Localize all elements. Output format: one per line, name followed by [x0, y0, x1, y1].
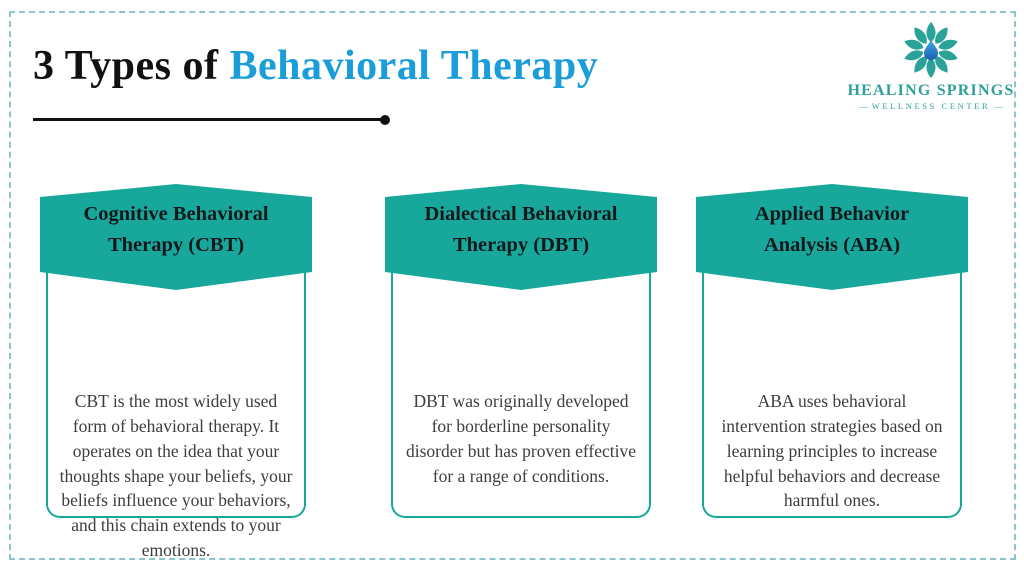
card-dbt: DBT was originally developed for borderl… [385, 184, 657, 518]
logo-subtitle-text: WELLNESS CENTER [871, 101, 991, 111]
card-aba-body-box: ABA uses behavioral intervention strateg… [702, 271, 962, 518]
water-drop [924, 40, 938, 61]
card-cbt-description: CBT is the most widely used form of beha… [59, 391, 293, 561]
page-title: 3 Types of Behavioral Therapy [33, 42, 598, 90]
card-cbt-banner: Cognitive Behavioral Therapy (CBT) [40, 184, 312, 290]
logo-subtitle: —WELLNESS CENTER— [843, 101, 1019, 111]
card-cbt-title: Cognitive Behavioral Therapy (CBT) [83, 203, 269, 256]
logo-name: HEALING SPRINGS [847, 82, 1015, 99]
card-dbt-title: Dialectical Behavioral Therapy (DBT) [424, 203, 618, 256]
logo-dash-right: — [994, 101, 1003, 111]
card-cbt: CBT is the most widely used form of beha… [40, 184, 312, 560]
page-title-highlight: Behavioral Therapy [229, 43, 599, 89]
title-underline-dot [380, 114, 390, 125]
card-aba-title: Applied Behavior Analysis (ABA) [754, 203, 910, 256]
card-dbt-body-box: DBT was originally developed for borderl… [391, 271, 651, 518]
logo-dash-left: — [859, 101, 868, 111]
card-aba: ABA uses behavioral intervention strateg… [696, 184, 968, 518]
card-dbt-description: DBT was originally developed for borderl… [405, 391, 636, 486]
card-dbt-banner: Dialectical Behavioral Therapy (DBT) [385, 184, 657, 290]
healing-springs-logo: HEALING SPRINGS —WELLNESS CENTER— [843, 20, 1019, 111]
logo-flower-icon [843, 20, 1019, 80]
card-aba-description: ABA uses behavioral intervention strateg… [721, 391, 943, 511]
card-cbt-body-box: CBT is the most widely used form of beha… [46, 271, 306, 560]
page-title-prefix: 3 Types of [33, 43, 230, 89]
title-underline [33, 114, 390, 125]
card-aba-banner: Applied Behavior Analysis (ABA) [696, 184, 968, 290]
